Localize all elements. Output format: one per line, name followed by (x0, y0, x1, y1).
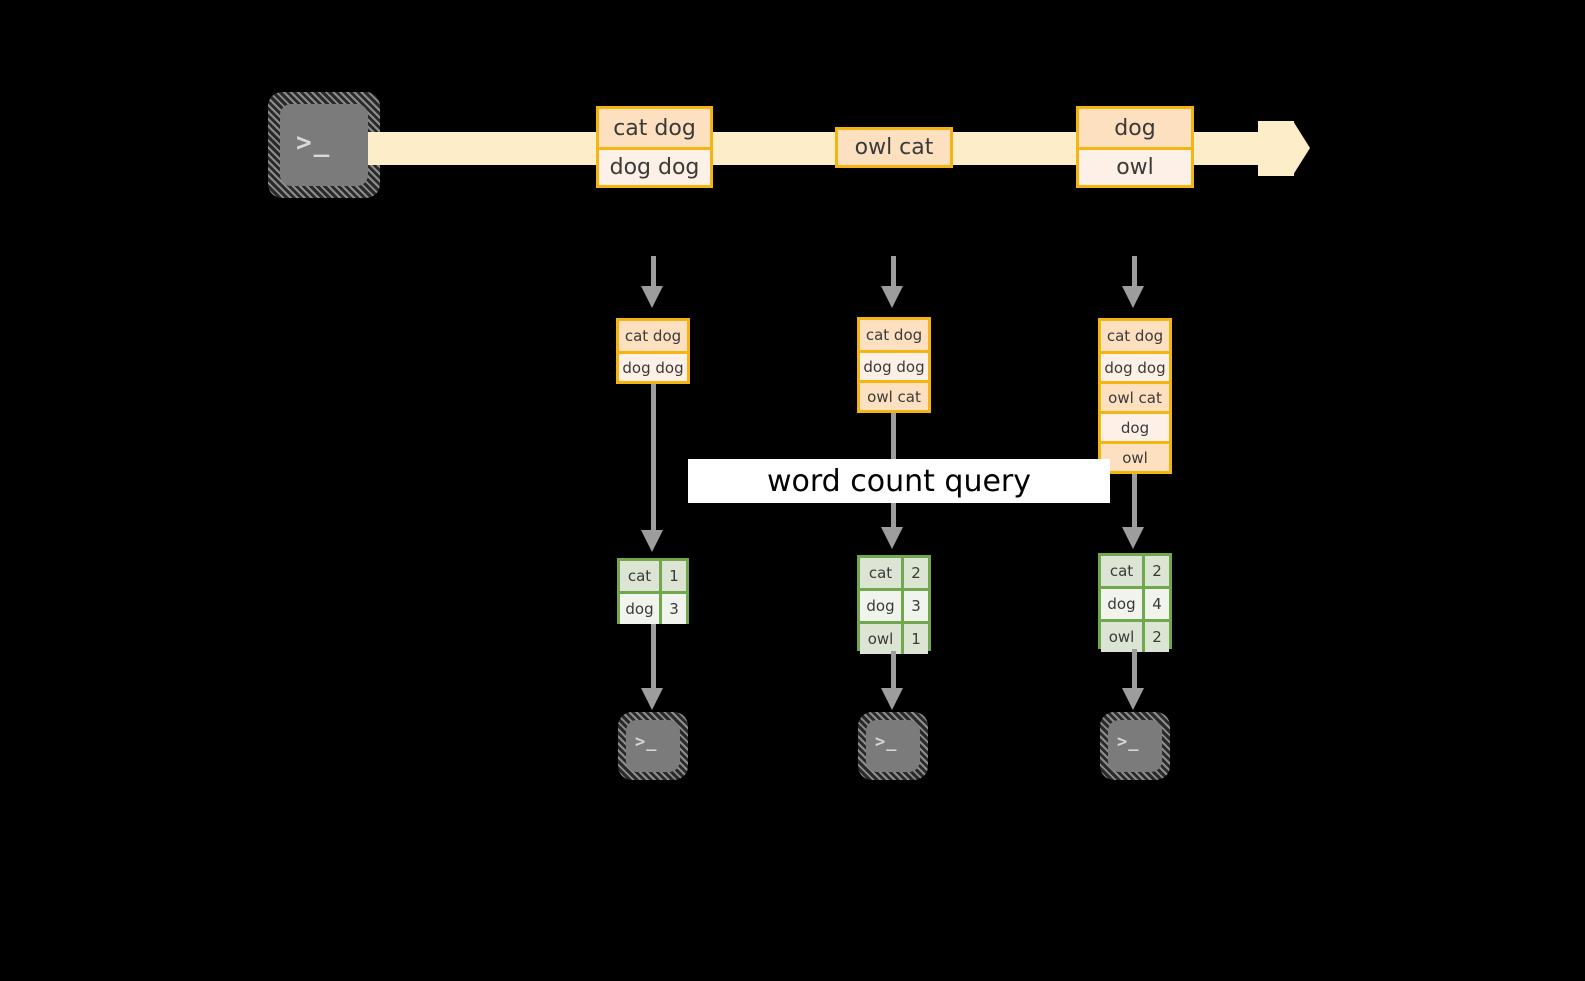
input-line: dog dog (619, 351, 687, 381)
stream-to-input-arrowhead-1 (641, 286, 663, 308)
result-count: 2 (1145, 556, 1169, 586)
terminal-body (1108, 720, 1162, 772)
result-count: 3 (904, 591, 928, 621)
snapshot-3-sink-terminal-icon: >_ (1100, 712, 1170, 780)
input-line: owl cat (860, 380, 928, 410)
input-line: dog dog (860, 350, 928, 380)
input-line: dog (1101, 411, 1169, 441)
table-row: dog 4 (1101, 586, 1169, 619)
table-row: cat 2 (860, 558, 928, 588)
result-to-sink-line-1 (651, 624, 656, 690)
result-to-sink-arrowhead-3 (1122, 688, 1144, 710)
result-word: cat (1101, 556, 1145, 586)
input-line: cat dog (1101, 321, 1169, 351)
stream-record-line: owl (1079, 147, 1191, 185)
input-line: owl (1101, 441, 1169, 471)
source-terminal-icon: >_ (268, 92, 380, 198)
result-count: 3 (662, 594, 686, 624)
input-line: owl cat (1101, 381, 1169, 411)
stream-record-group-2: owl cat (835, 127, 953, 168)
snapshot-2-sink-terminal-icon: >_ (858, 712, 928, 780)
terminal-prompt-glyph: >_ (875, 732, 898, 752)
result-word: dog (860, 591, 904, 621)
terminal-body (626, 720, 680, 772)
terminal-prompt-glyph: >_ (296, 128, 332, 158)
snapshot-3-result-table: cat 2 dog 4 owl 2 (1098, 553, 1172, 652)
input-line: cat dog (860, 320, 928, 350)
terminal-prompt-glyph: >_ (635, 732, 658, 752)
result-to-sink-line-2 (891, 651, 896, 690)
input-to-result-arrowhead-3 (1122, 527, 1144, 549)
table-row: owl 2 (1101, 619, 1169, 652)
stream-record-line: dog dog (599, 147, 710, 185)
result-word: dog (1101, 589, 1145, 619)
stream-record-line: dog (1079, 109, 1191, 147)
table-row: owl 1 (860, 621, 928, 654)
snapshot-3-input-box: cat dog dog dog owl cat dog owl (1098, 318, 1172, 474)
result-to-sink-line-3 (1132, 649, 1137, 690)
input-line: cat dog (619, 321, 687, 351)
input-to-result-line-3 (1132, 474, 1137, 529)
table-row: cat 1 (620, 561, 686, 591)
snapshot-1-input-box: cat dog dog dog (616, 318, 690, 384)
result-count: 4 (1145, 589, 1169, 619)
stream-to-input-line-2 (891, 256, 896, 288)
table-row: cat 2 (1101, 556, 1169, 586)
snapshot-2-result-table: cat 2 dog 3 owl 1 (857, 555, 931, 654)
table-row: dog 3 (860, 588, 928, 621)
terminal-prompt-glyph: >_ (1117, 732, 1140, 752)
snapshot-1-result-table: cat 1 dog 3 (617, 558, 689, 624)
result-to-sink-arrowhead-2 (881, 688, 903, 710)
result-count: 2 (1145, 622, 1169, 652)
stream-record-group-1: cat dog dog dog (596, 106, 713, 188)
table-row: dog 3 (620, 591, 686, 624)
result-word: cat (860, 558, 904, 588)
stream-arrow-head-base (1258, 121, 1294, 176)
stream-record-line: cat dog (599, 109, 710, 147)
input-to-result-arrowhead-1 (641, 530, 663, 552)
result-word: dog (620, 594, 662, 624)
result-count: 1 (662, 561, 686, 591)
input-to-result-line-1 (651, 384, 656, 532)
result-to-sink-arrowhead-1 (641, 688, 663, 710)
stream-record-line: owl cat (838, 130, 950, 165)
result-word: owl (1101, 622, 1145, 652)
result-count: 2 (904, 558, 928, 588)
result-word: owl (860, 624, 904, 654)
input-line: dog dog (1101, 351, 1169, 381)
input-to-result-arrowhead-2 (881, 527, 903, 549)
snapshot-1-sink-terminal-icon: >_ (618, 712, 688, 780)
query-label-band: word count query (688, 459, 1110, 503)
result-word: cat (620, 561, 662, 591)
snapshot-2-input-box: cat dog dog dog owl cat (857, 317, 931, 413)
stream-to-input-line-1 (651, 256, 656, 288)
stream-to-input-arrowhead-2 (881, 286, 903, 308)
stream-to-input-line-3 (1132, 256, 1137, 288)
terminal-body (866, 720, 920, 772)
stream-to-input-arrowhead-3 (1122, 286, 1144, 308)
result-count: 1 (904, 624, 928, 654)
stream-arrow-head-tip (1293, 121, 1310, 175)
query-label-text: word count query (766, 463, 1032, 499)
stream-record-group-3: dog owl (1076, 106, 1194, 188)
terminal-body (280, 104, 368, 186)
